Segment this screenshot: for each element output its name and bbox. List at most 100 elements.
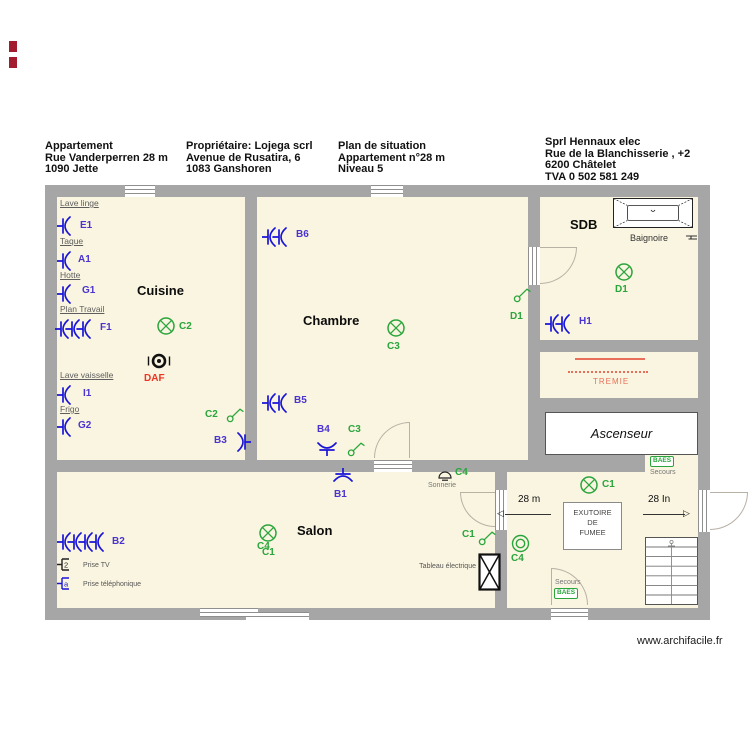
exutoire-line: DE xyxy=(587,518,598,528)
label-taque: Taque xyxy=(60,236,84,246)
header-address-block: Appartement Rue Vanderperren 28 m 1090 J… xyxy=(45,140,168,176)
socket-g1[interactable] xyxy=(56,284,77,304)
archifacile-link[interactable]: www.archifacile.fr xyxy=(637,635,723,647)
label-g1: G1 xyxy=(82,285,96,296)
svg-text:a: a xyxy=(64,580,69,589)
header-line: Niveau 5 xyxy=(338,163,384,175)
label-lave-linge: Lave linge xyxy=(60,198,99,208)
room-salon[interactable] xyxy=(57,472,495,608)
socket-i1[interactable] xyxy=(56,385,77,405)
room-label-salon: Salon xyxy=(297,523,333,538)
label-c3-switch: C3 xyxy=(348,424,361,435)
socket-f1[interactable] xyxy=(54,319,97,339)
wall-light-c4-hall-icon[interactable] xyxy=(511,534,530,553)
light-d1-icon[interactable] xyxy=(613,261,635,283)
label-c4-hall: C4 xyxy=(511,553,524,564)
switch-c1-icon[interactable] xyxy=(478,529,496,546)
floor-plan: Lave linge E1 Taque A1 Hotte G1 Plan Tra… xyxy=(45,185,748,620)
label-tableau-electrique: Tableau électrique xyxy=(419,563,476,570)
socket-b1[interactable] xyxy=(333,467,353,488)
tremie-solid-line[interactable] xyxy=(575,358,645,360)
header-line: Sprl Hennaux elec xyxy=(545,136,641,148)
doorbell-icon[interactable] xyxy=(437,468,453,481)
label-secours-door: Secours xyxy=(555,579,581,586)
header-line: Rue Vanderperren 28 m xyxy=(45,151,168,164)
doorsill-secours[interactable] xyxy=(551,608,588,620)
label-secours-top: Secours xyxy=(650,469,676,476)
socket-b4[interactable] xyxy=(317,436,337,457)
socket-h1[interactable] xyxy=(544,314,576,334)
window-top-chambre[interactable] xyxy=(371,185,403,197)
socket-b2[interactable] xyxy=(56,532,110,552)
label-c1-salon-switch: C1 xyxy=(462,529,475,540)
tremie-dotted-line[interactable] xyxy=(568,371,648,373)
window-bottom-salon-2[interactable] xyxy=(246,612,309,620)
socket-e1[interactable] xyxy=(56,216,77,236)
header-line: Rue de la Blanchisserie , +2 xyxy=(545,147,691,160)
electrical-panel-icon[interactable] xyxy=(478,553,501,591)
dimension-28in: 28 In xyxy=(648,494,671,505)
doorsill-exit[interactable] xyxy=(698,490,710,532)
label-b3: B3 xyxy=(214,435,227,446)
light-c3-icon[interactable] xyxy=(385,317,407,339)
door-exit[interactable] xyxy=(710,492,748,530)
phone-socket-icon[interactable]: a xyxy=(57,576,74,591)
switch-c3-icon[interactable] xyxy=(347,440,365,457)
label-baignoire: Baignoire xyxy=(630,233,669,243)
room-cuisine[interactable] xyxy=(57,197,245,460)
exutoire-line: EXUTOIRE xyxy=(573,508,612,517)
switch-d1-icon[interactable] xyxy=(513,286,531,303)
label-frigo: Frigo xyxy=(60,404,80,414)
baes-badge-bottom[interactable]: BAES xyxy=(554,588,579,599)
red-mark-decoration xyxy=(9,57,17,68)
room-label-sdb: SDB xyxy=(570,217,598,232)
arrow-right-icon: ▷ xyxy=(683,508,690,518)
doorsill-salon[interactable] xyxy=(495,490,507,530)
label-tremie: TREMIE xyxy=(593,377,630,386)
dimension-28m: 28 m xyxy=(518,494,541,505)
smoke-detector-daf-icon[interactable] xyxy=(146,351,172,371)
label-b4: B4 xyxy=(317,424,330,435)
label-h1: H1 xyxy=(579,316,592,327)
svg-text:2: 2 xyxy=(64,561,68,570)
label-prise-tv: Prise TV xyxy=(83,562,110,569)
switch-c2-icon[interactable] xyxy=(226,406,244,423)
room-chambre[interactable] xyxy=(257,197,528,460)
baes-badge-top[interactable]: BAES xyxy=(650,456,675,467)
light-c1-hall-icon[interactable] xyxy=(578,474,600,496)
label-lave-vaisselle: Lave vaisselle xyxy=(60,370,114,380)
elevator-box[interactable]: Ascenseur xyxy=(545,412,698,455)
light-c2-icon[interactable] xyxy=(155,315,177,337)
label-a1: A1 xyxy=(78,254,91,265)
socket-b5[interactable] xyxy=(261,393,293,413)
light-c4c1-salon-icon[interactable] xyxy=(257,522,279,544)
label-c4-salon: C4 xyxy=(257,541,270,552)
socket-b6[interactable] xyxy=(261,227,293,247)
label-d1-light: D1 xyxy=(615,284,628,295)
header-owner-block: Propriétaire: Lojega scrl Avenue de Rusa… xyxy=(186,140,313,176)
socket-b3[interactable] xyxy=(231,432,252,452)
label-b2: B2 xyxy=(112,536,125,547)
bathtub-icon[interactable] xyxy=(613,198,693,228)
label-prise-tel: Prise téléphonique xyxy=(83,581,141,588)
red-mark-decoration xyxy=(9,41,17,52)
socket-a1[interactable] xyxy=(56,251,77,271)
tv-socket-icon[interactable]: 2 xyxy=(57,557,74,572)
smoke-vent-box[interactable]: EXUTOIRE DE FUMEE xyxy=(563,502,622,550)
doorsill-sdb[interactable] xyxy=(528,247,540,285)
room-label-cuisine: Cuisine xyxy=(137,283,184,298)
staircase[interactable] xyxy=(645,537,698,605)
label-c3-light: C3 xyxy=(387,341,400,352)
doorsill-chambre[interactable] xyxy=(374,460,412,472)
label-c2-switch: C2 xyxy=(205,409,218,420)
socket-g2[interactable] xyxy=(56,417,77,437)
window-top-cuisine[interactable] xyxy=(125,185,155,197)
header-line: 6200 Châtelet xyxy=(545,159,616,171)
label-sonnerie: Sonnerie xyxy=(428,482,457,489)
header-line: 1083 Ganshoren xyxy=(186,163,272,175)
window-bottom-salon-1[interactable] xyxy=(200,608,258,617)
label-daf: DAF xyxy=(144,373,165,384)
header-line: Plan de situation xyxy=(338,140,427,152)
header-line: Avenue de Rusatira, 6 xyxy=(186,151,301,164)
header-plan-block: Plan de situation Appartement n°28 m Niv… xyxy=(338,140,445,176)
